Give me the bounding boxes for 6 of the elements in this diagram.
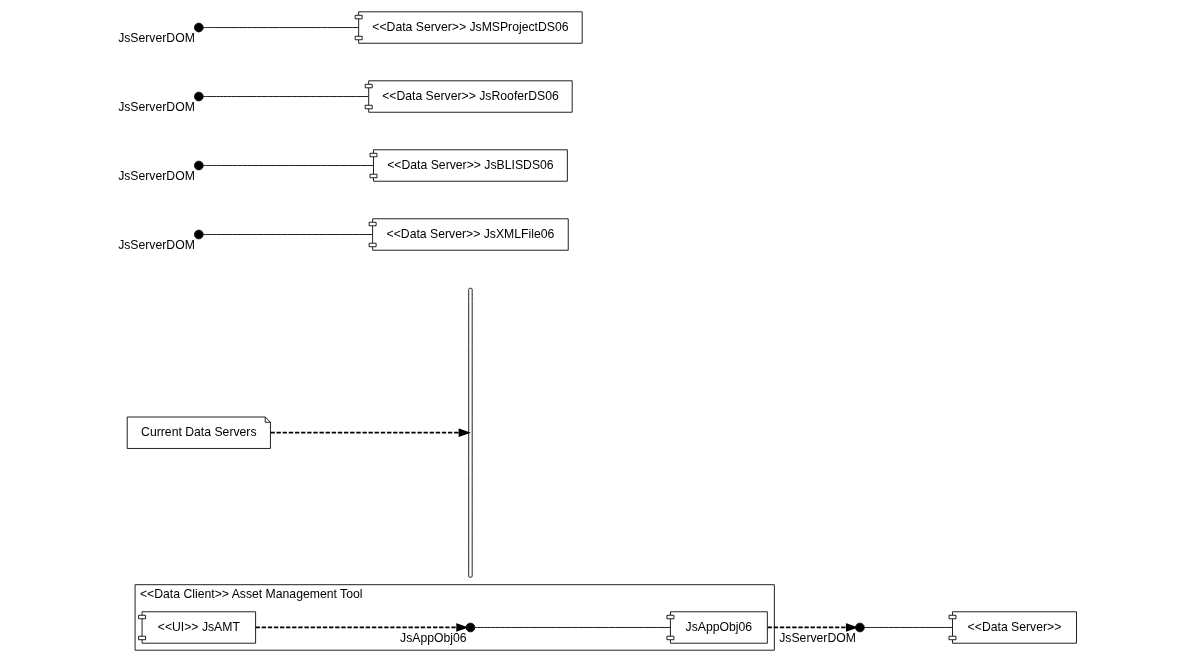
node-label: JsServerDOM xyxy=(117,30,195,45)
node-label: JsServerDOM xyxy=(117,168,195,183)
node-label: JsServerDOM xyxy=(778,630,856,645)
node-label: JsAppObj06 xyxy=(399,630,467,645)
node-label: JsServerDOM xyxy=(117,99,195,114)
node-label: JsServerDOM xyxy=(117,237,195,252)
